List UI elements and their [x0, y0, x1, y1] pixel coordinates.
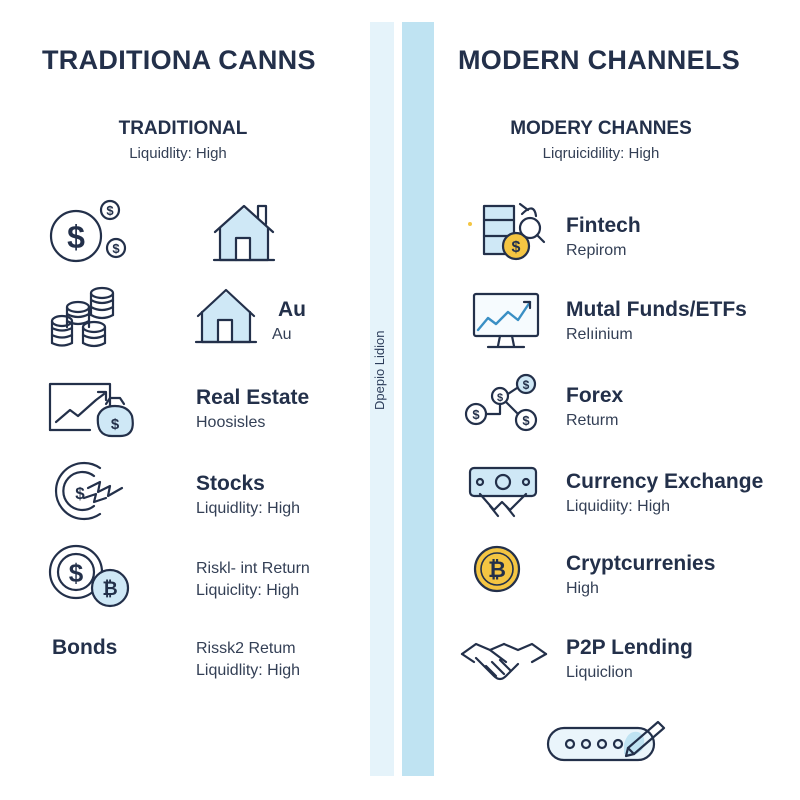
handshake-icon [460, 642, 548, 681]
coin-stack-icon [50, 286, 115, 348]
dollar-coins-icon: $ $ $ [49, 199, 127, 263]
svg-text:$: $ [472, 407, 480, 422]
item-label: Currency Exchange [566, 470, 764, 493]
svg-text:$: $ [111, 416, 120, 433]
item-label: Real Estate [196, 386, 310, 409]
bitcoin-icon: ₿ [473, 545, 521, 593]
left-item-real-estate: Real Estate Hoosisles [196, 386, 309, 432]
divider-label: Dpepio Lidion [372, 330, 387, 410]
left-item-bonds-label: Bonds [52, 636, 118, 659]
item-label: Fintech [566, 214, 641, 237]
item-desc-2: Liquidlity: High [196, 662, 301, 679]
item-desc: High [566, 580, 599, 597]
right-subtitle-line: Liqruicidility: High [542, 145, 660, 162]
item-desc: Hoosisles [196, 414, 266, 431]
item-desc: Au [272, 326, 292, 343]
svg-text:₿: ₿ [102, 579, 117, 600]
left-item-bonds: Rissk2 Retum Liquidlity: High [196, 640, 300, 680]
exchange-handshake-icon [468, 466, 538, 518]
divider-bar [402, 22, 434, 776]
item-desc: Relıinium [566, 326, 633, 343]
item-desc: Liquidlity: High [196, 500, 301, 517]
left-item-au: Au [278, 298, 306, 322]
item-desc: Returm [566, 412, 619, 429]
monitor-chart-icon [472, 292, 540, 349]
item-desc: Repirom [566, 242, 627, 259]
currency-cycle-icon: $ [54, 461, 124, 521]
item-label: P2P Lending [566, 636, 693, 659]
item-desc-2: Liquiclity: High [196, 582, 300, 599]
card-pen-icon [546, 720, 666, 762]
chart-money-bag-icon: $ [48, 382, 134, 438]
svg-text:$: $ [522, 413, 530, 428]
svg-text:$: $ [75, 484, 85, 503]
left-subtitle: TRADITIONAL [118, 118, 248, 139]
right-item-currency-exchange: Currency Exchange Liquidiity: High [566, 470, 763, 516]
svg-text:$: $ [523, 378, 530, 392]
item-label: Stocks [196, 472, 265, 495]
item-desc: Liquiclion [566, 664, 633, 681]
currency-network-icon: $ $ $ $ [464, 373, 538, 432]
item-desc: Rissk2 Retum [196, 640, 296, 657]
item-label: Mutal Funds/ETFs [566, 298, 747, 321]
item-label: Au [278, 298, 306, 321]
house-icon [194, 288, 258, 344]
house-icon [212, 204, 276, 262]
left-subtitle-line: Liquidlity: High [129, 145, 227, 162]
left-title: TRADITIONA CANNS [42, 45, 316, 75]
right-item-p2p-lending: P2P Lending Liquiclion [566, 636, 693, 682]
right-item-forex: Forex Returm [566, 384, 623, 430]
svg-text:$: $ [106, 203, 114, 218]
right-item-crypto: Cryptcurrenies High [566, 552, 715, 598]
svg-text:₿: ₿ [488, 557, 506, 582]
svg-text:$: $ [112, 241, 120, 256]
svg-text:$: $ [512, 239, 521, 256]
item-label: Forex [566, 384, 624, 407]
left-item-stocks: Stocks Liquidlity: High [196, 472, 300, 518]
right-item-fintech: Fintech Repirom [566, 214, 641, 260]
svg-text:$: $ [67, 219, 85, 255]
item-desc: Riskl- int Return [196, 560, 310, 577]
divider-bar-light [370, 22, 394, 776]
right-item-mutual-funds: Mutal Funds/ETFs Relıinium [566, 298, 747, 344]
item-label: Cryptcurrenies [566, 552, 716, 575]
item-desc: Liquidiity: High [566, 498, 671, 515]
right-subtitle: MODERY CHANNES [510, 118, 692, 139]
right-title: MODERN CHANNELS [458, 45, 741, 75]
dollar-bitcoin-icon: $ ₿ [48, 544, 130, 608]
svg-text:$: $ [69, 558, 84, 588]
svg-text:$: $ [497, 392, 503, 404]
left-item-risk-return: Riskl- int Return Liquiclity: High [196, 560, 310, 600]
fintech-devices-icon: $ [468, 202, 546, 261]
